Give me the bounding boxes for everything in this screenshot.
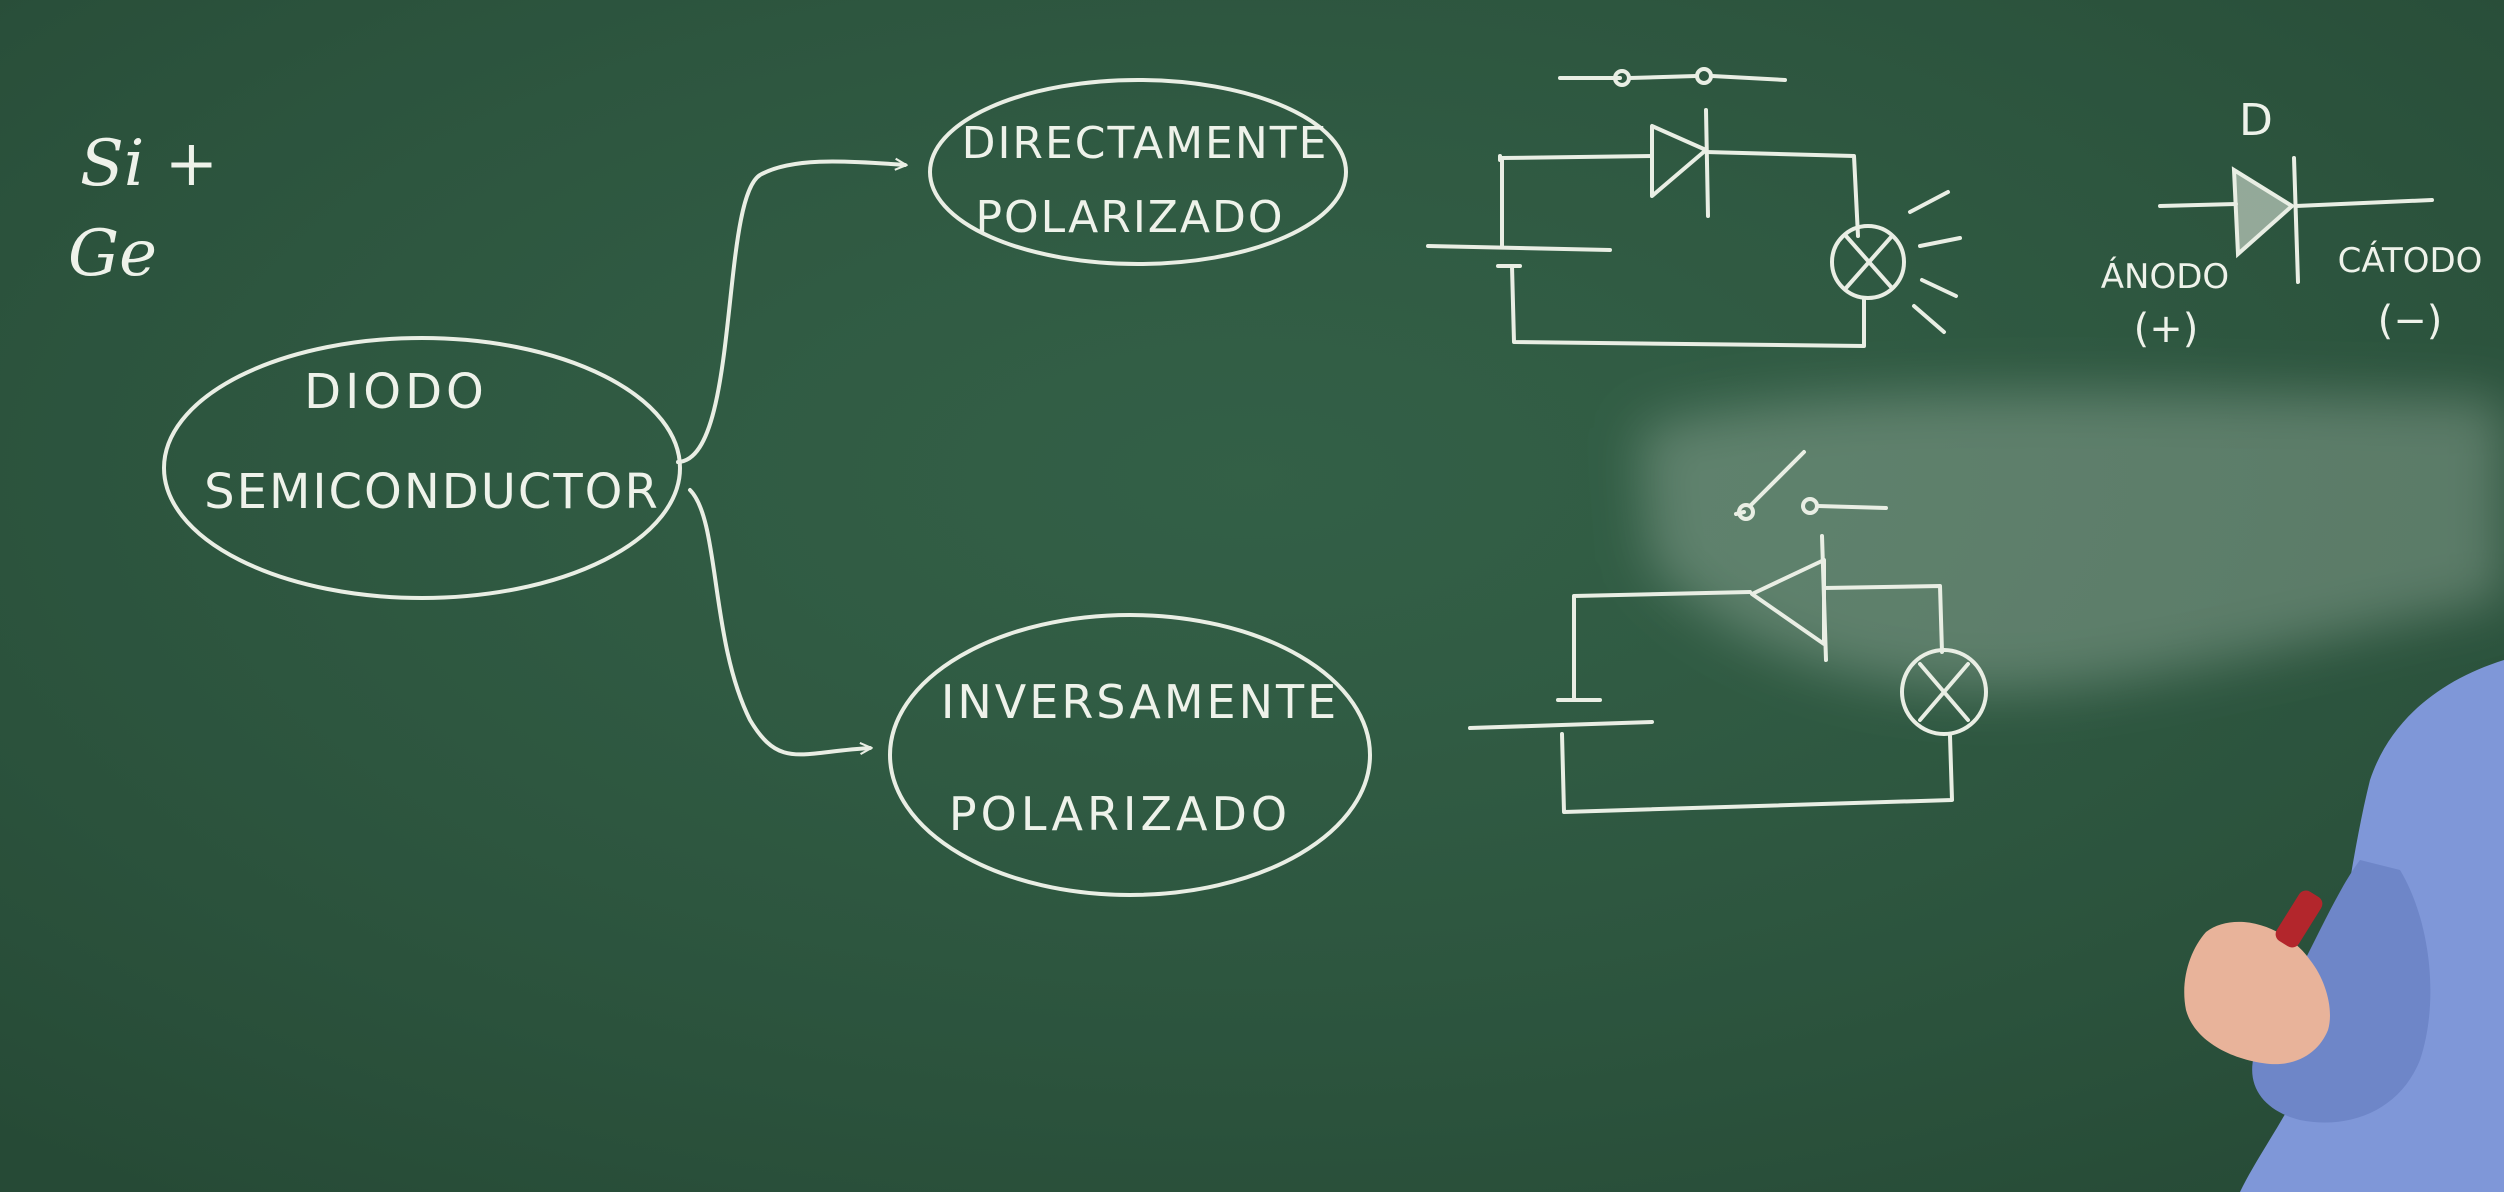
diode-forward-triangle xyxy=(1650,124,1708,198)
lamp-reverse xyxy=(1900,648,1988,736)
diode-symbol-label: D xyxy=(2239,95,2273,146)
node-forward-line1: DIRECTAMENTE xyxy=(962,118,1329,169)
materials-ge: Ge xyxy=(68,217,157,291)
node-main-line1: DIODO xyxy=(304,364,488,420)
switch-reverse-wire-right xyxy=(1816,504,1888,510)
switch-forward-lever xyxy=(1628,74,1698,80)
node-reverse-ellipse xyxy=(888,613,1372,897)
presenter-hand xyxy=(2184,921,2330,1065)
node-reverse-line2: POLARIZADO xyxy=(949,787,1291,841)
lamp-forward-cross xyxy=(1844,234,1894,290)
battery-reverse-long-plate xyxy=(1468,720,1654,730)
materials-note: Si + Ge xyxy=(68,127,218,291)
diode-symbol-anode-lead xyxy=(2158,202,2238,208)
wire-forward-bottom xyxy=(1510,264,1866,348)
node-main-ellipse xyxy=(162,336,682,600)
anode-label: ÁNODO xyxy=(2101,256,2229,297)
switch-reverse-terminal-left xyxy=(1737,503,1755,521)
node-main-line2: SEMICONDUCTOR xyxy=(204,464,660,520)
wire-reverse-top-right xyxy=(1822,584,1944,654)
wire-reverse-bottom xyxy=(1560,732,1954,814)
lamp-forward xyxy=(1830,224,1906,300)
diode-symbol-triangle xyxy=(2231,166,2296,259)
node-reverse-line1: INVERSAMENTE xyxy=(941,675,1339,729)
lamp-reverse-cross xyxy=(1918,662,1970,722)
eraser-smudge xyxy=(1640,391,2504,692)
node-directamente-polarizado: DIRECTAMENTE POLARIZADO xyxy=(928,78,1348,266)
node-diodo-semiconductor: DIODO SEMICONDUCTOR xyxy=(162,336,682,600)
wire-forward-top-right xyxy=(1704,150,1860,238)
battery-forward-long-plate xyxy=(1426,244,1612,252)
circuit-forward-bias xyxy=(1426,67,1962,348)
node-inversamente-polarizado: INVERSAMENTE POLARIZADO xyxy=(888,613,1372,897)
presenter xyxy=(2184,660,2504,1192)
switch-forward-wire-right xyxy=(1710,74,1787,82)
materials-si: Si + xyxy=(80,127,218,201)
diode-forward-bar xyxy=(1704,108,1710,218)
anode-sign: (+) xyxy=(2134,306,2199,352)
cathode-sign: (−) xyxy=(2378,298,2443,344)
lamp-forward-glow xyxy=(1908,190,1962,334)
circuit-reverse-bias xyxy=(1468,450,1988,814)
marker-icon xyxy=(2275,890,2323,948)
cathode-label: CÁTODO xyxy=(2338,240,2483,281)
wire-reverse-top-left xyxy=(1572,590,1752,702)
wire-forward-top-left xyxy=(1500,154,1654,248)
connector-to-reverse xyxy=(688,488,870,757)
node-forward-line2: POLARIZADO xyxy=(975,192,1284,243)
switch-reverse-lever-open xyxy=(1748,450,1806,508)
diode-symbol-cathode-lead xyxy=(2294,198,2434,208)
node-forward-ellipse xyxy=(928,78,1348,266)
connector-to-forward xyxy=(676,161,905,464)
diode-reverse-bar xyxy=(1820,534,1828,662)
diode-symbol: D ÁNODO (+) CÁTODO (−) xyxy=(2101,95,2483,352)
diode-symbol-bar xyxy=(2292,156,2300,284)
